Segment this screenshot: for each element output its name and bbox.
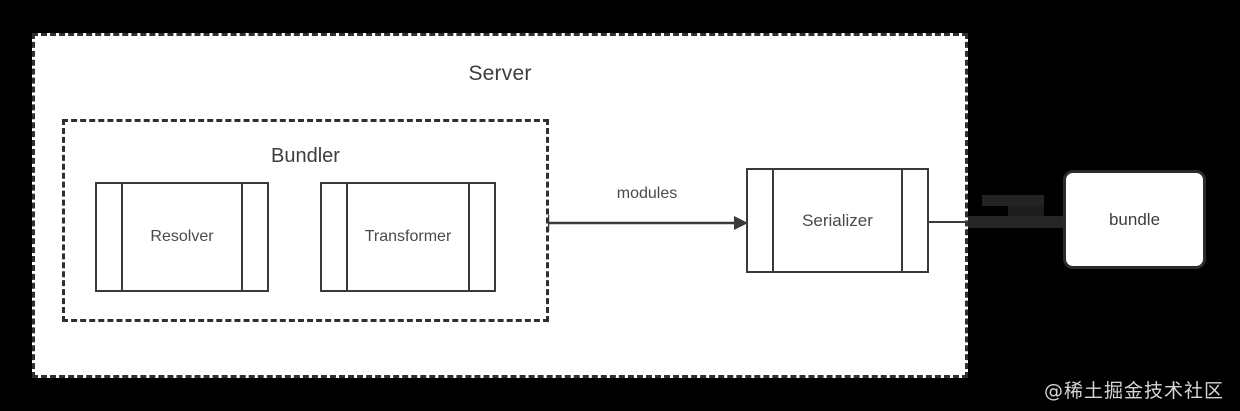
node-transformer-label: Transformer [364,228,452,245]
edge-serializer-to-bundle-shadow-upper [982,195,1044,206]
node-bundle[interactable]: bundle [1063,170,1206,269]
edge-label-modules: modules [616,185,678,202]
edge-arrow-modules [548,215,748,231]
edge-serializer-to-bundle-outer [968,216,1066,228]
node-transformer[interactable]: Transformer [320,182,496,292]
watermark: @稀土掘金技术社区 [1043,380,1224,402]
node-bundle-label: bundle [1108,209,1161,229]
node-serializer[interactable]: Serializer [746,168,929,273]
node-serializer-label: Serializer [802,210,873,230]
edge-serializer-to-bundle-shadow-mid [1008,206,1044,216]
edge-serializer-to-bundle-inner [928,221,970,223]
node-resolver[interactable]: Resolver [95,182,269,292]
bundler-title: Bundler [271,145,340,167]
server-title: Server [468,62,532,85]
node-resolver-label: Resolver [150,228,214,245]
